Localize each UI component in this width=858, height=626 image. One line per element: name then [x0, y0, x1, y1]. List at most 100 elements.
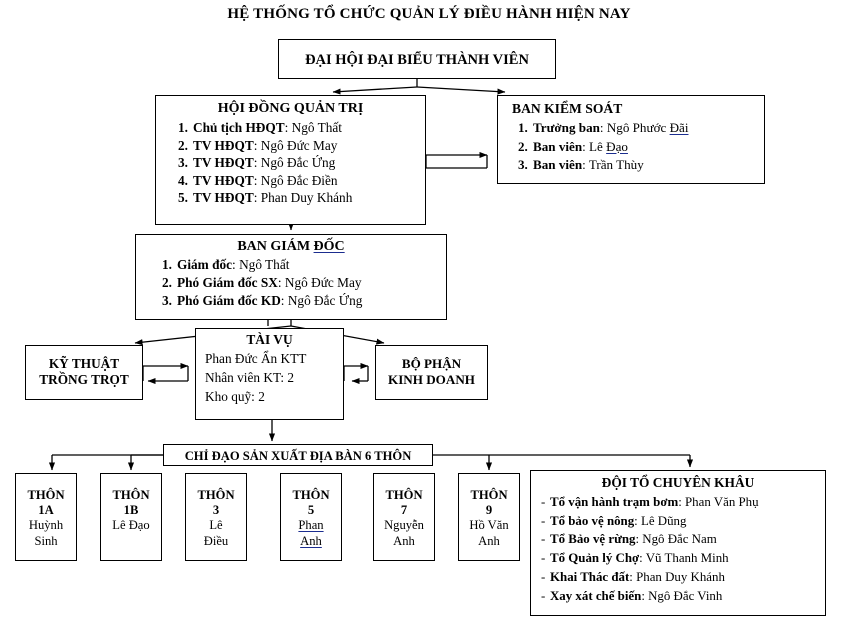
bks-title: BAN KIỂM SOÁT	[512, 101, 623, 116]
item-role: Xay xát chế biến	[550, 588, 642, 603]
item-role: Tổ bảo vệ nông	[550, 513, 635, 528]
hamlet-leader-l2: Điều	[203, 533, 229, 548]
item-name: Ngô Thất	[239, 257, 290, 272]
hamlet-leader-l2: Sinh	[34, 533, 58, 548]
box-supervisory-board[interactable]: BAN KIỂM SOÁT 1.Trưởng ban: Ngô Phước Đã…	[497, 95, 765, 184]
hamlet-leader-l1: Huỳnh	[28, 518, 64, 532]
box-technical-cultivation[interactable]: KỸ THUẬT TRỒNG TRỌT	[25, 345, 143, 400]
box-hamlet-9[interactable]: THÔN 9 Hồ Văn Anh	[458, 473, 520, 561]
item-role: TV HĐQT	[193, 172, 254, 188]
hamlet-leader-l1: Lê	[209, 518, 223, 532]
item-name: Ngô Phước	[606, 120, 670, 135]
box-hamlet-3[interactable]: THÔN 3 Lê Điều	[185, 473, 247, 561]
list-item: 3.Phó Giám đốc KD: Ngô Đắc Ứng	[162, 293, 363, 308]
hamlet-code: 5	[307, 503, 315, 517]
list-item: 2.TV HĐQT: Ngô Đức May	[178, 137, 338, 153]
item-role: TV HĐQT	[193, 137, 254, 153]
ktech-line1: KỸ THUẬT	[48, 356, 120, 371]
box-business-unit[interactable]: BỘ PHẬN KINH DOANH	[375, 345, 488, 400]
item-role: Tổ vận hành trạm bơm	[550, 495, 679, 509]
hdqt-title: HỘI ĐỒNG QUẢN TRỊ	[217, 101, 364, 116]
specialist-teams-list: -Tổ vận hành trạm bơm: Phan Văn Phụ -Tổ …	[531, 493, 825, 605]
list-item: 1.Giám đốc: Ngô Thất	[162, 257, 290, 272]
item-name: Lê	[589, 138, 607, 154]
item-dash: -	[541, 588, 546, 603]
bgd-title: BAN GIÁM ĐỐC	[136, 239, 446, 255]
item-name: Phan Duy Khánh	[636, 569, 725, 584]
item-name-flagged: Đãi	[669, 120, 689, 135]
hamlet-code: 9	[485, 503, 493, 517]
item-role: Phó Giám đốc SX	[177, 275, 278, 290]
item-role: Tổ Quản lý Chợ	[550, 551, 640, 566]
hamlet-word: THÔN	[197, 488, 235, 502]
item-role: TV HĐQT	[193, 190, 254, 206]
box-hamlet-5[interactable]: THÔN 5 Phan Anh	[280, 473, 342, 561]
item-number: 1.	[518, 120, 528, 135]
list-item: 3.TV HĐQT: Ngô Đắc Ứng	[178, 155, 336, 171]
bgd-title-plain: BAN GIÁM	[237, 239, 314, 254]
item-role: Khai Thác đất	[550, 569, 630, 584]
box-hamlet-1a[interactable]: THÔN 1A Huỳnh Sinh	[15, 473, 77, 561]
hamlet-leader-l1: Hồ Văn	[469, 518, 509, 532]
item-dash: -	[541, 532, 546, 547]
item-role: Chủ tịch HĐQT	[193, 120, 285, 135]
congress-title: ĐẠI HỘI ĐẠI BIỂU THÀNH VIÊN	[305, 52, 529, 68]
hamlet-word: THÔN	[292, 488, 330, 502]
item-name-flagged: Đạo	[606, 138, 628, 154]
box-production-direction-bar[interactable]: CHỈ ĐẠO SẢN XUẤT ĐỊA BÀN 6 THÔN	[163, 444, 433, 466]
taivu-line1: Phan Đức Ẩn KTT	[205, 351, 307, 366]
ktech-line2: TRỒNG TRỌT	[39, 372, 129, 387]
list-item: -Tổ vận hành trạm bơm: Phan Văn Phụ	[541, 493, 821, 512]
hamlet-leader-l2: Anh	[478, 533, 500, 548]
list-item: 5.TV HĐQT: Phan Duy Khánh	[178, 190, 353, 206]
item-name: Ngô Đắc Ứng	[287, 293, 363, 308]
hamlet-word: THÔN	[385, 488, 423, 502]
hamlet-leader-l1: Phan	[298, 518, 324, 532]
item-number: 3.	[518, 157, 528, 172]
box-finance-unit[interactable]: TÀI VỤ Phan Đức Ẩn KTT Nhân viên KT: 2 K…	[195, 328, 344, 420]
kdoanh-line1: BỘ PHẬN	[401, 356, 462, 371]
item-name: Ngô Đắc Nam	[642, 532, 717, 547]
hamlet-leader-l1: Lê Đạo	[112, 518, 150, 532]
item-number: 2.	[518, 138, 528, 154]
item-name: Phan Văn Phụ	[685, 495, 759, 509]
item-role: TV HĐQT	[193, 155, 254, 171]
item-name: Phan Duy Khánh	[260, 190, 353, 206]
list-item: -Tổ Bảo vệ rừng: Ngô Đắc Nam	[541, 530, 821, 549]
box-hamlet-1b[interactable]: THÔN 1B Lê Đạo	[100, 473, 162, 561]
item-number: 1.	[178, 120, 188, 135]
specialist-teams-title: ĐỘI TỔ CHUYÊN KHÂU	[601, 475, 755, 490]
item-dash: -	[541, 495, 546, 509]
hamlet-leader-l1: Nguyễn	[384, 518, 424, 532]
box-hamlet-7[interactable]: THÔN 7 Nguyễn Anh	[373, 473, 435, 561]
item-name: Ngô Đắc Điền	[260, 172, 338, 188]
kdoanh-line2: KINH DOANH	[388, 372, 475, 387]
box-specialist-teams[interactable]: ĐỘI TỔ CHUYÊN KHÂU -Tổ vận hành trạm bơm…	[530, 470, 826, 616]
hamlet-code: 1A	[38, 503, 54, 517]
hamlet-code: 3	[212, 503, 220, 517]
item-role: Trưởng ban	[533, 120, 600, 135]
item-role: Ban viên	[533, 138, 583, 154]
item-role: Tổ Bảo vệ rừng	[550, 532, 636, 547]
box-member-congress[interactable]: ĐẠI HỘI ĐẠI BIỂU THÀNH VIÊN	[278, 39, 556, 79]
item-role: Phó Giám đốc KD	[177, 293, 281, 308]
item-name: Ngô Thất	[291, 120, 343, 135]
item-number: 2.	[178, 137, 188, 153]
item-dash: -	[541, 569, 546, 584]
box-management-board[interactable]: BAN GIÁM ĐỐC 1.Giám đốc: Ngô Thất 2.Phó …	[135, 234, 447, 320]
list-item: 2.Ban viên: Lê Đạo	[518, 138, 760, 157]
list-item: -Xay xát chế biến: Ngô Đắc Vinh	[541, 587, 821, 606]
box-board-of-directors[interactable]: HỘI ĐỒNG QUẢN TRỊ 1.Chủ tịch HĐQT: Ngô T…	[155, 95, 426, 225]
hamlet-word: THÔN	[470, 488, 508, 502]
production-bar-label: CHỈ ĐẠO SẢN XUẤT ĐỊA BÀN 6 THÔN	[184, 449, 412, 463]
item-number: 1.	[162, 257, 172, 272]
bks-member-list: 1.Trưởng ban: Ngô Phước Đãi 2.Ban viên: …	[498, 119, 764, 175]
list-item: -Khai Thác đất: Phan Duy Khánh	[541, 568, 821, 587]
hamlet-leader-l2: Anh	[300, 533, 322, 548]
item-number: 4.	[178, 172, 188, 188]
item-dash: -	[541, 513, 546, 528]
item-role: Ban viên	[533, 157, 583, 172]
list-item: 2.Phó Giám đốc SX: Ngô Đức May	[162, 275, 362, 290]
list-item: -Tổ Quản lý Chợ: Vũ Thanh Minh	[541, 549, 821, 568]
